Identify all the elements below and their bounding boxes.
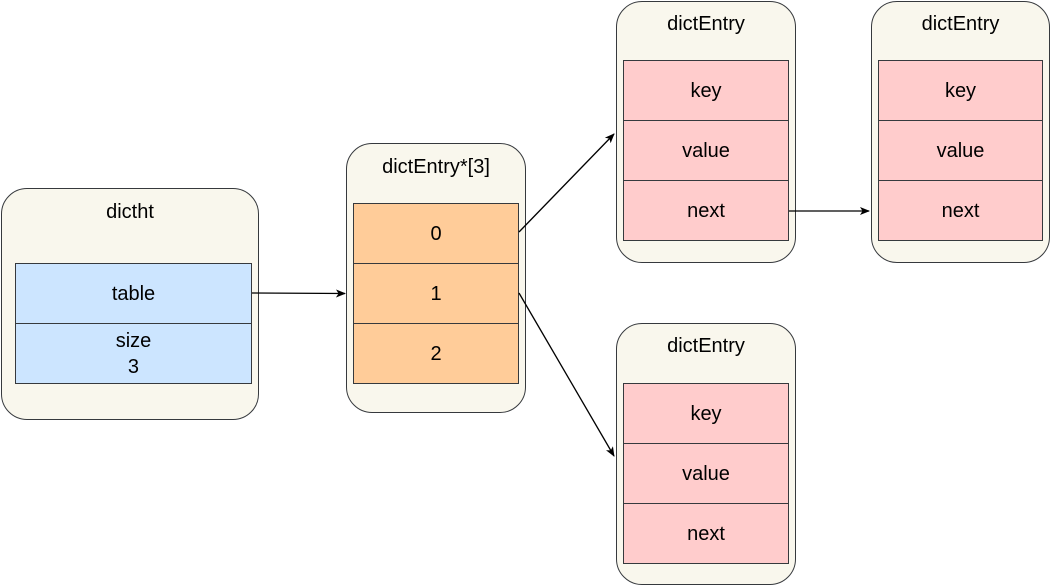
dict-entry-a-value: value [623, 120, 789, 181]
arrow-table-to-array [251, 289, 346, 298]
table-array-title: dictEntry*[3] [382, 156, 490, 178]
arrow-slot0-to-entry-a [518, 133, 615, 233]
dict-entry-b-next: next [878, 180, 1043, 241]
dict-entry-a-key: key [623, 60, 789, 121]
array-slot-2: 2 [353, 323, 519, 384]
dict-entry-b-title: dictEntry [921, 13, 1000, 35]
array-slot-0: 0 [353, 203, 519, 264]
dict-entry-a-next: next [623, 180, 789, 241]
dict-entry-c-title: dictEntry [667, 335, 745, 357]
dictht-size-value: 3 [127, 355, 140, 378]
dictht-table-label: table [111, 282, 156, 305]
array-slot-1-label: 1 [430, 282, 442, 305]
dict-entry-a-title: dictEntry [667, 13, 745, 35]
dictht-size-field: size 3 [15, 323, 252, 384]
dict-entry-b-value-label: value [936, 139, 985, 162]
dict-entry-c-value-label: value [682, 462, 730, 485]
arrow-slot1-to-entry-c [518, 292, 615, 457]
dict-entry-b-key-label: key [944, 79, 977, 102]
array-slot-2-label: 2 [430, 342, 442, 365]
dict-entry-a-value-label: value [682, 139, 730, 162]
array-slot-0-label: 0 [430, 222, 442, 245]
dict-entry-c-next-label: next [687, 522, 725, 545]
dictht-size-label: size [115, 329, 152, 352]
dict-entry-c-key: key [623, 383, 789, 444]
dict-entry-b-value: value [878, 120, 1043, 181]
dict-entry-c-next: next [623, 503, 789, 564]
dict-entry-c-key-label: key [690, 402, 722, 425]
array-slot-1: 1 [353, 263, 519, 324]
dictht-title: dictht [106, 201, 154, 223]
dict-entry-b-next-label: next [941, 199, 980, 222]
dict-entry-a-key-label: key [690, 79, 722, 102]
dict-entry-a-next-label: next [687, 199, 725, 222]
dict-entry-c-value: value [623, 443, 789, 504]
